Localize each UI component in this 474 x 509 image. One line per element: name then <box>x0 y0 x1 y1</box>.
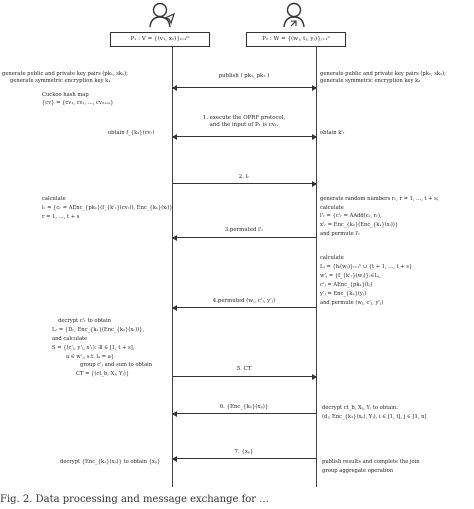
message-label-6: 6. {Enc_{k₁}(xₚ)} <box>219 404 269 410</box>
left-note-3: {cv} = {cv₁, cv₂, ..., cv₍ₜ₊ₛ₎} <box>42 100 114 106</box>
message-label-oprf-1: 1. execute the OPRF protocol, <box>202 115 286 121</box>
left-note-11: S = {(c'ⱼ, y'ⱼ, x'ᵣ): ∃l ∈ [1, t + s], <box>52 345 135 351</box>
party-p1-box: P₁ : V = {(v₁, x₁)}ᵢ₌₁ᵐ <box>110 32 210 47</box>
right-note-5: l'ᵣ = {c'ᵣ = AAdd(cᵣ, rᵣ), <box>320 213 382 219</box>
right-note-11: c'ⱼ = AEnc_{pk₁}(tⱼ) <box>320 282 373 288</box>
right-note-3: generate random numbers rᵣ, r = 1, ..., … <box>320 196 439 202</box>
right-note-2: obtain k'ᵣ <box>320 130 345 136</box>
party-p2-box: P₂ : W = {(wⱼ, tⱼ, yⱼ)}ⱼ₌₁ⁿ <box>246 32 346 47</box>
left-note-13: group c'ⱼ and sum to obtain <box>80 362 153 368</box>
message-arrow-oprf <box>172 133 317 140</box>
right-note-9: Lⱼ = {hᵢ(wⱼ)}ᵢ₌₁ᵏ ∪ {t + 1, ..., t + s} <box>320 264 413 270</box>
left-note-1: generate symmetric encryption key k₁ <box>10 78 111 84</box>
right-note-12: y'ⱼ = Enc_{k₂}(yⱼ) <box>320 291 367 297</box>
left-note-6: lᵣ = {cᵣ = AEnc_{pk₁}(f_{k'ᵣ}(cvᵣ)), Enc… <box>42 205 173 211</box>
message-label-4: 4.permuted (wⱼ, c'ⱼ, y'ⱼ) <box>212 298 276 304</box>
message-arrow-5 <box>173 373 317 380</box>
left-note-9: Lᵣ = {Dᵣ, Enc_{k₁}(Enc_{k₂}(xᵣ))}, <box>52 327 145 333</box>
message-arrow-publish <box>172 84 317 91</box>
message-label-7: 7. {xₚ} <box>234 449 254 455</box>
left-note-12: a ∈ w'ⱼ, s.t. lₐ = a} <box>66 354 115 360</box>
right-note-4: calculate <box>320 205 344 211</box>
left-note-2: Cuckoo hash map <box>42 92 89 98</box>
right-note-1: generate symmetric encryption key k₂ <box>320 78 421 84</box>
message-arrow-4 <box>172 304 316 311</box>
right-note-15: (dⱼ, Enc_{k₁}(xₚ), Yⱼ), i ∈ [1, t], j ∈ … <box>322 414 427 420</box>
right-note-16: publish results and complete the join <box>322 459 420 465</box>
right-note-13: and permute (wⱼ, c'ⱼ, y'ⱼ) <box>320 300 384 306</box>
message-arrow-2 <box>173 180 317 187</box>
message-arrow-6 <box>172 410 316 417</box>
right-note-8: calculate <box>320 255 344 261</box>
figure-caption: Fig. 2. Data processing and message exch… <box>0 494 269 505</box>
right-note-6: x'ᵣ = Enc_{k₂}(Enc_{k₁}(xᵢ))} <box>320 222 399 228</box>
message-label-publish: publish ( pk₁, pk₂ ) <box>218 73 270 79</box>
message-label-3: 3.permuted l'ᵣ <box>224 227 264 233</box>
message-arrow-3 <box>172 234 316 241</box>
p2-lifeline <box>316 46 317 487</box>
left-note-5: calculate <box>42 196 66 202</box>
left-note-8: decrypt c'ᵣ to obtain <box>58 318 112 324</box>
left-note-14: CT = {(ct_b, Xⱼ, Yⱼ)} <box>76 371 130 377</box>
right-note-7: and permute l'ᵣ <box>320 231 361 237</box>
right-note-0: generate public and private key pairs (p… <box>320 71 446 77</box>
left-note-10: and calculate <box>52 336 88 342</box>
message-label-5: 5. CT <box>236 366 252 372</box>
message-label-oprf-2: and the input of P₁ is cvᵣ. <box>209 122 279 128</box>
left-note-7: r = 1, ..., t + s <box>42 214 80 220</box>
message-arrow-7 <box>172 455 316 462</box>
sender-person-icon <box>149 2 175 28</box>
p1-lifeline <box>172 46 173 487</box>
left-note-15: decrypt {Enc_{k₁}(xₚ)} to obtain {xₚ} <box>60 459 161 465</box>
left-note-4: obtain f_{k₁}(cvᵣ) <box>108 130 155 136</box>
receiver-person-icon <box>283 2 305 28</box>
right-note-17: group aggregate operation <box>322 468 394 474</box>
message-label-2: 2. lᵣ <box>238 174 250 180</box>
right-note-14: decrypt ct_b, Xⱼ, Yⱼ to obtain: <box>322 405 398 411</box>
left-note-0: generate public and private key pairs (p… <box>2 71 128 77</box>
right-note-10: w'ⱼ = {f_{k'ᵣ}(wⱼ)}ᵣ∈Lⱼ, <box>320 273 381 279</box>
